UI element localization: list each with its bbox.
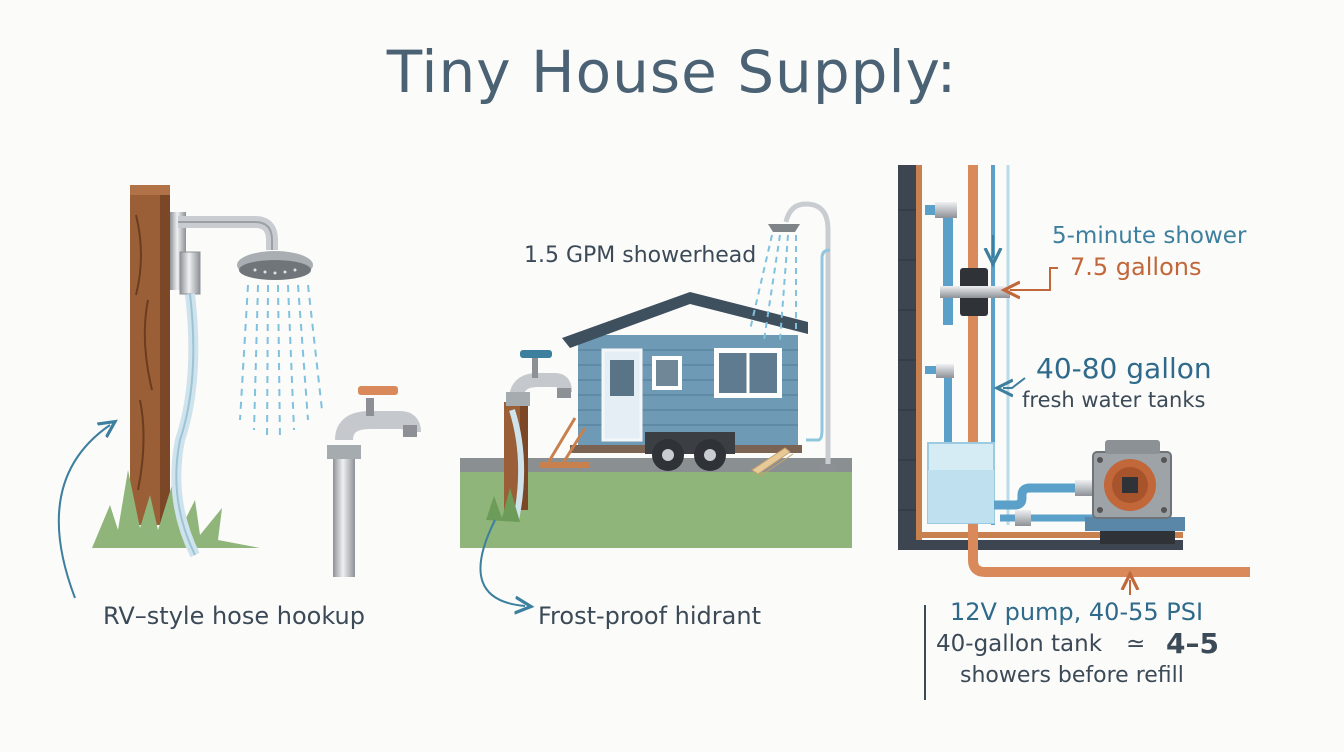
panel-plumbing <box>898 165 1250 700</box>
shower-time-label: 5-minute shower <box>1052 223 1247 249</box>
diagram-title: Tiny House Supply: <box>386 38 958 106</box>
tank-size-label: 40-80 gallon <box>1036 352 1212 385</box>
hose-hookup-label: RV–style hose hookup <box>103 602 365 630</box>
pump-icon <box>1085 440 1185 544</box>
hose-hookup-arrow <box>57 425 110 599</box>
shower-pipe-icon <box>170 212 278 295</box>
copper-pipe-icon <box>968 165 1250 577</box>
tank-type-label: fresh water tanks <box>1022 388 1206 412</box>
shower-gallons-leader <box>1010 267 1058 290</box>
water-spray-icon <box>239 284 323 441</box>
pump-label: 12V pump, 40-55 PSI <box>950 598 1204 626</box>
tank-leader <box>1003 377 1026 388</box>
frost-proof-hydrant-icon <box>486 350 572 522</box>
refill-label: showers before refill <box>960 663 1184 688</box>
wall-icon <box>898 165 916 550</box>
outdoor-shower-icon <box>749 201 836 472</box>
faucet-icon <box>327 386 421 577</box>
tank-capacity-label: 40-gallon tank <box>936 631 1103 657</box>
wooden-post-icon <box>130 185 170 525</box>
showerhead-label: 1.5 GPM showerhead <box>524 243 757 268</box>
hydrant-label: Frost-proof hidrant <box>538 602 761 630</box>
panel-hose-hookup <box>57 185 421 599</box>
panel-tiny-house <box>460 201 852 606</box>
shower-count-label: 4–5 <box>1166 627 1219 660</box>
hydrant-arrow <box>479 519 525 606</box>
tiny-house-icon <box>540 292 808 477</box>
shower-gallons-label: 7.5 gallons <box>1070 253 1202 281</box>
showerhead-icon <box>237 251 313 280</box>
approx-symbol: ≃ <box>1126 631 1146 657</box>
